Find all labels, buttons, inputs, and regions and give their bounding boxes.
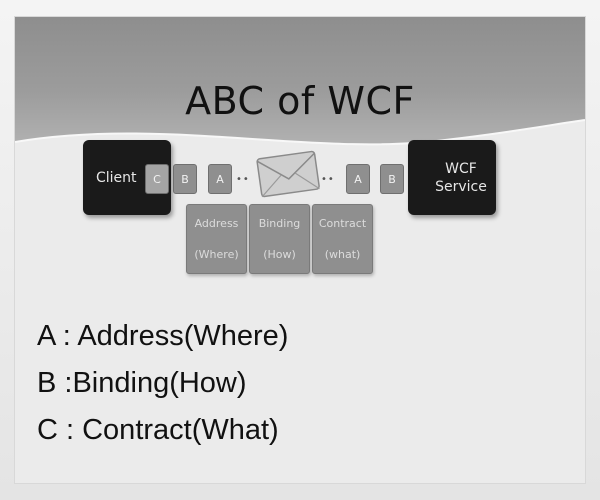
service-block-a: A	[346, 164, 370, 194]
header-band	[15, 17, 585, 152]
legend-list: A : Address(Where) B :Binding(How) C : C…	[37, 313, 288, 454]
envelope-icon	[256, 150, 320, 198]
legend-row-a: A : Address(Where)	[37, 320, 289, 352]
client-block-b: B	[173, 164, 197, 194]
service-block-b: B	[380, 164, 404, 194]
client-label: Client	[96, 169, 137, 186]
contract-box: Contract (what)	[312, 204, 373, 274]
service-label-line2: Service	[435, 178, 487, 195]
service-box: WCF Service	[408, 140, 496, 215]
service-label-line1: WCF	[445, 160, 477, 177]
service-connector: ••	[321, 174, 335, 185]
client-block-a: A	[208, 164, 232, 194]
slide-title: ABC of WCF	[185, 79, 415, 123]
client-block-c: C	[145, 164, 169, 194]
binding-box: Binding (How)	[249, 204, 310, 274]
contract-meaning: (what)	[324, 248, 361, 261]
address-box: Address (Where)	[186, 204, 247, 274]
legend-row-b: B :Binding(How)	[37, 367, 247, 399]
slide: ABC of WCF Client C B A •• •• A B C WCF …	[15, 17, 585, 483]
client-connector: ••	[236, 174, 250, 185]
contract-label: Contract	[318, 217, 367, 230]
binding-meaning: (How)	[263, 248, 296, 261]
binding-label: Binding	[258, 217, 301, 230]
address-meaning: (Where)	[194, 248, 239, 261]
legend-row-c: C : Contract(What)	[37, 414, 279, 446]
address-label: Address	[194, 217, 239, 230]
